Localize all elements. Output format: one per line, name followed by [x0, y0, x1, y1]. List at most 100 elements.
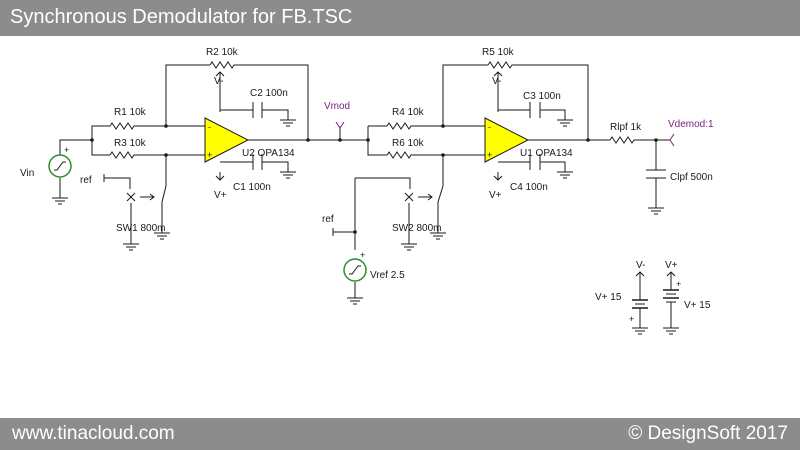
ground-icon	[430, 232, 446, 240]
minus-sign: -	[208, 122, 211, 132]
switch-sw2	[404, 185, 444, 203]
ground-icon	[663, 327, 679, 335]
ground-icon	[280, 171, 296, 179]
supply-arrow-icon	[215, 175, 225, 181]
label-vref: Vref 2.5	[370, 270, 405, 281]
resistor-r4	[386, 122, 413, 130]
label-vminus-2: V-	[492, 76, 501, 87]
label-c2: C2 100n	[250, 88, 288, 99]
junction	[441, 153, 445, 157]
junction	[586, 138, 590, 142]
resistor-r1	[109, 122, 136, 130]
ground-icon	[123, 243, 139, 251]
resistor-rlpf	[609, 136, 636, 144]
resistor-r5	[487, 61, 514, 69]
switch-sw1	[126, 185, 167, 203]
minus-sign: -	[488, 122, 491, 132]
source-vref: +	[343, 250, 367, 282]
source-vin: +	[48, 145, 72, 178]
vdemod-probe-icon	[669, 133, 675, 141]
label-r3: R3 10k	[114, 138, 147, 149]
battery-vplus	[663, 289, 679, 303]
capacitor-c2	[252, 102, 263, 118]
plus-sign: +	[487, 150, 492, 160]
label-c4: C4 100n	[510, 182, 548, 193]
label-sw1: SW1 800m	[116, 223, 165, 234]
label-vplus-supply: V+	[665, 260, 678, 271]
battery-vminus	[632, 299, 648, 309]
junction	[338, 138, 342, 142]
label-vminus-supply: V-	[636, 260, 645, 271]
resistors	[109, 61, 636, 159]
capacitors	[252, 102, 666, 179]
ground-icon	[648, 207, 664, 215]
resistor-r3	[109, 151, 136, 159]
label-vplus-2: V+	[489, 190, 502, 201]
grounds	[52, 119, 679, 335]
label-r2: R2 10k	[206, 47, 239, 58]
supply-arrow-icon	[493, 175, 503, 181]
resistor-r2	[209, 61, 236, 69]
ground-icon	[347, 297, 363, 305]
label-c1: C1 100n	[233, 182, 271, 193]
capacitor-clpf	[646, 169, 666, 179]
label-r6: R6 10k	[392, 138, 425, 149]
label-vp15-left: V+ 15	[595, 292, 622, 303]
vmod-probe-icon	[335, 121, 345, 129]
junction	[654, 138, 658, 142]
plus-sign: +	[629, 314, 634, 324]
footer-website: www.tinacloud.com	[12, 423, 175, 444]
capacitor-c4	[529, 154, 541, 170]
footer-copyright: © DesignSoft 2017	[628, 423, 788, 444]
junction	[441, 124, 445, 128]
label-r5: R5 10k	[482, 47, 515, 58]
label-u2: U2 OPA134	[242, 148, 295, 159]
ground-icon	[632, 327, 648, 335]
title-bar: Synchronous Demodulator for FB.TSC	[0, 0, 800, 36]
junction-dots	[90, 124, 658, 234]
label-ref-2: ref	[322, 214, 334, 225]
label-r4: R4 10k	[392, 107, 425, 118]
label-vminus: V-	[214, 76, 223, 87]
ground-icon	[52, 197, 68, 205]
label-vin: Vin	[20, 168, 34, 179]
supply-arrow-icon	[666, 271, 676, 277]
junction	[353, 230, 357, 234]
label-ref-1: ref	[80, 175, 92, 186]
supply-arrow-icon	[493, 71, 503, 77]
label-rlpf: Rlpf 1k	[610, 122, 642, 133]
label-sw2: SW2 800m	[392, 223, 441, 234]
label-vp15-right: V+ 15	[684, 300, 711, 311]
opamp-u1: - +	[484, 117, 530, 163]
ground-icon	[557, 119, 573, 127]
window-title: Synchronous Demodulator for FB.TSC	[10, 6, 353, 28]
capacitor-c1	[252, 154, 263, 170]
junction	[366, 138, 370, 142]
label-clpf: Clpf 500n	[670, 172, 713, 183]
plus-sign: +	[676, 279, 681, 289]
ground-icon	[557, 171, 573, 179]
supply-arrow-icon	[635, 271, 645, 277]
label-c3: C3 100n	[523, 91, 561, 102]
opamp-u2: - +	[204, 117, 250, 163]
probe-terminals	[335, 121, 675, 147]
label-vdemod: Vdemod:1	[668, 119, 714, 130]
junction	[164, 124, 168, 128]
label-vplus: V+	[214, 190, 227, 201]
capacitor-c3	[529, 102, 541, 118]
plus-sign: +	[360, 250, 365, 260]
ground-icon	[401, 243, 417, 251]
label-vmod: Vmod	[324, 101, 350, 112]
resistor-r6	[386, 151, 413, 159]
junction	[90, 138, 94, 142]
ground-icon	[280, 119, 296, 127]
label-r1: R1 10k	[114, 107, 147, 118]
footer-bar: www.tinacloud.com © DesignSoft 2017	[0, 418, 800, 450]
supply-arrow-icon	[215, 71, 225, 77]
junction	[164, 153, 168, 157]
junction	[306, 138, 310, 142]
plus-sign: +	[64, 145, 69, 155]
ground-icon	[154, 232, 170, 240]
